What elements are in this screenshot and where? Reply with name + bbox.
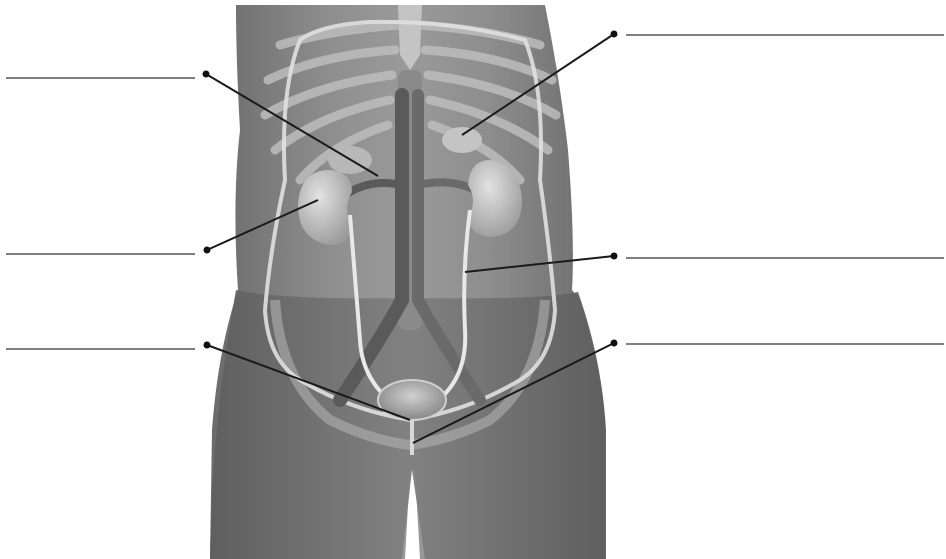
- leader-dot-3: [204, 342, 211, 349]
- urinary-bladder: [378, 380, 446, 420]
- leader-dot-2: [204, 247, 211, 254]
- leader-dot-5: [611, 253, 618, 260]
- leader-dot-1: [203, 71, 210, 78]
- leader-dot-4: [611, 31, 618, 38]
- right-adrenal-gland: [442, 127, 482, 153]
- leader-dot-6: [611, 340, 618, 347]
